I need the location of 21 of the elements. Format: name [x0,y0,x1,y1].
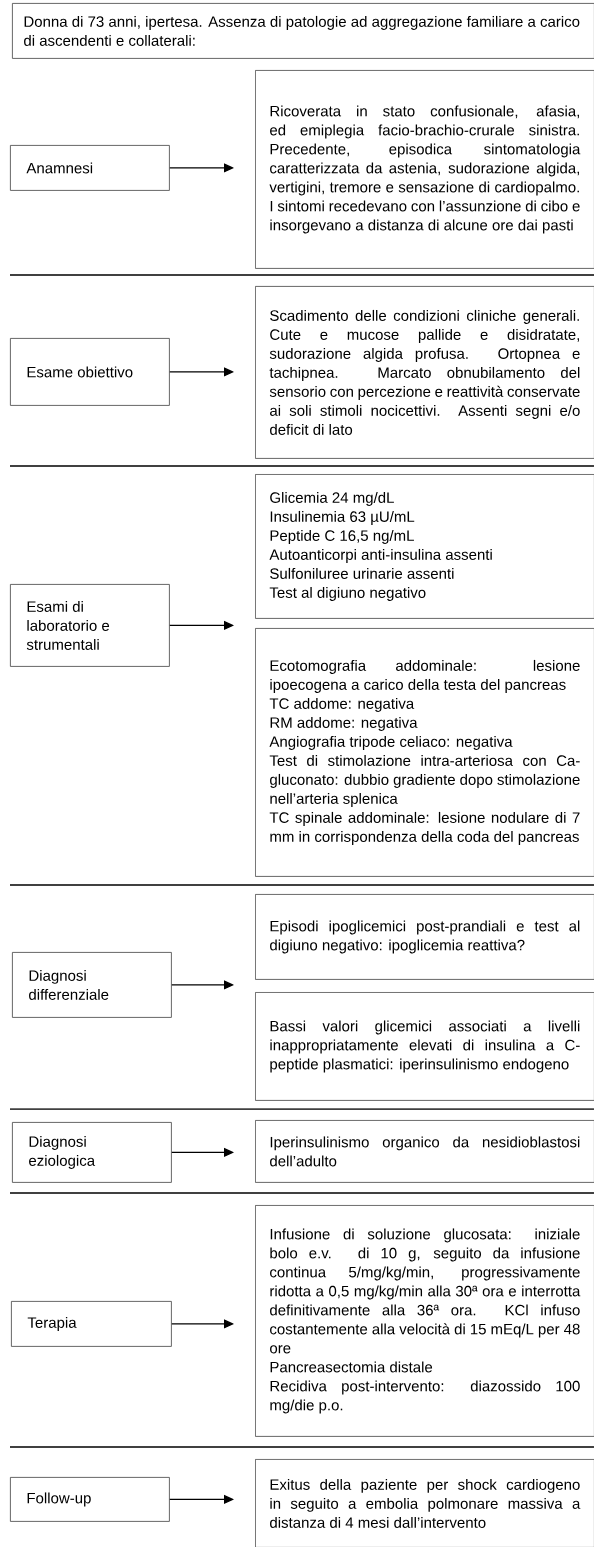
detail-box: Glicemia 24 mg/dL Insulinemia 63 µU/mL Peptide C 16,5 ng/mL Autoanticorpi anti-insulina assenti Sulfoniluree urinarie assenti Test al digiuno negativo [255,474,594,619]
detail-box: Exitus della paziente per shock cardiogeno in seguito a embolia polmonare massiva a distanza di 4 mesi dall’intervento [255,1459,594,1547]
detail-box: Ecotomografia addominale: lesione ipoecogena a carico della testa del pancreas TC addome: negativa RM addome: negativa Angiografia tripode celiaco: negativa Test di stimolazione intra-arteriosa con Ca-gluconato: dubbio gradiente dopo stimolazione nell’arteria splenica TC spinale addominale: lesione nodulare di 7 mm in corrispondenza della coda del pancreas [255,628,594,877]
category-box: Diagnosi differenziale [12,952,172,1018]
arrow [171,1319,234,1329]
arrow [169,367,234,377]
category-box: Diagnosi eziologica [12,1122,172,1183]
detail-box: Episodi ipoglicemici post-prandiali e test al digiuno negativo: ipoglicemia reattiva? [255,894,594,980]
detail-box: Infusione di soluzione glucosata: iniziale bolo e.v. di 10 g, seguito da infusione continua 5/mg/kg/min, progressivamente ridotta a 0,5 mg/kg/min alla 30ª ora e interrotta definitivamente alla 36ª ora. KCl infuso costantemente alla velocità di 15 mEq/L per 48 ore Pancreasectomia distale Recidiva post-intervento: diazossido 100 mg/die p.o. [255,1205,594,1437]
arrow [169,163,234,173]
category-box: Terapia [11,1301,172,1347]
arrow [171,980,234,990]
category-box: Follow-up [10,1477,170,1522]
category-box: Anamnesi [10,145,170,191]
detail-box: Bassi valori glicemici associati a livelli inappropriatamente elevati di insulina a C-peptide plasmatici: iperinsulinismo endogeno [255,992,594,1101]
detail-box: Ricoverata in stato confusionale, afasia, ed emiplegia facio-brachio-crurale sinistra. Precedente, episodica sintomatologia caratterizzata da astenia, sudorazione algida, vertigini, tremore e sensazione di cardiopalmo. I sintomi recedevano con l’assunzione di cibo e insorgevano a distanza di alcune ore dai pasti [255,70,594,269]
detail-box: Scadimento delle condizioni cliniche generali. Cute e mucose pallide e disidratate, sudorazione algida profusa. Ortopnea e tachipnea. Marcato obnubilamento del sensorio con percezione e reattività conservate ai soli stimoli nocicettivi. Assenti segni e/o deficit di lato [255,286,594,459]
category-box: Esame obiettivo [10,338,170,406]
category-box: Esami di laboratorio e strumentali [10,584,170,667]
detail-box: Iperinsulinismo organico da nesidioblastosi dell’adulto [255,1120,594,1183]
intro-box: Donna di 73 anni, ipertesa. Assenza di patologie ad aggregazione familiare a carico di ascendenti e collaterali: [12,3,594,59]
